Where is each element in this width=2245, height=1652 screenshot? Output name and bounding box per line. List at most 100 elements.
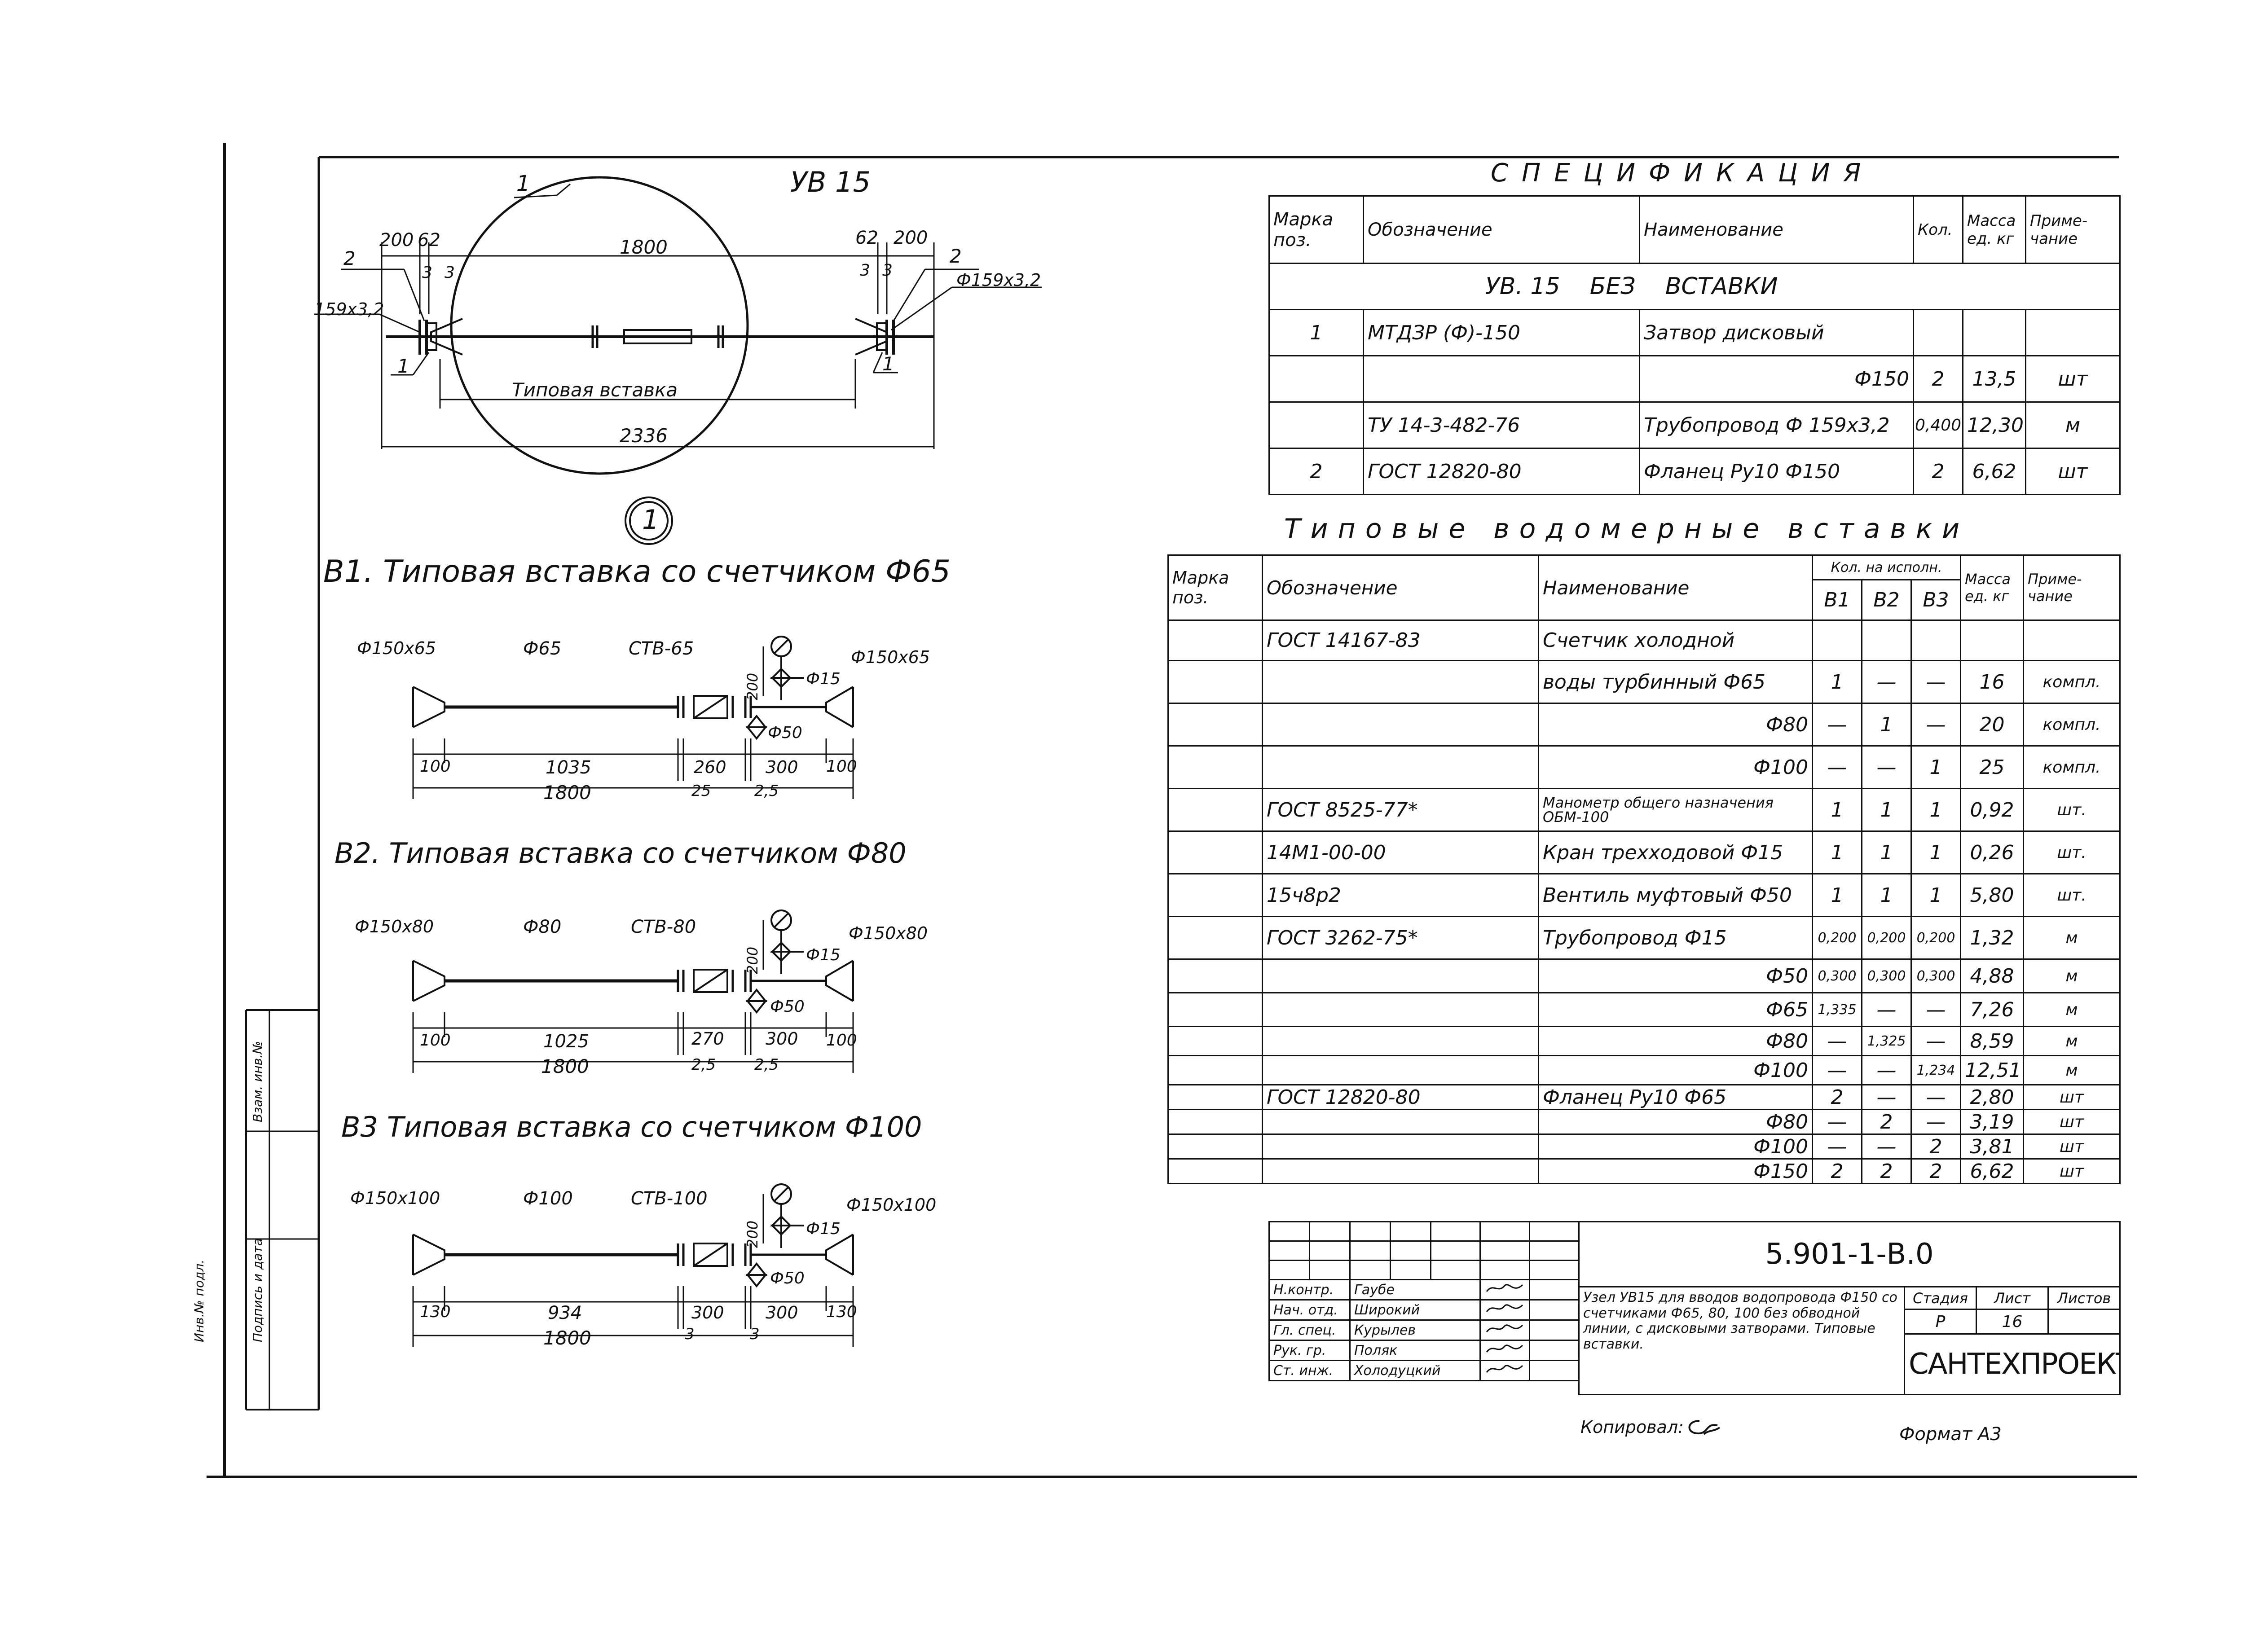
copied-label: Копировал: xyxy=(1580,1417,1684,1437)
ins-cell: шт. xyxy=(2023,788,2121,832)
insert-b2-dim-1: 100 xyxy=(420,1031,451,1050)
ins-cell: 0,92 xyxy=(1960,788,2025,832)
ins-cell: 0,300 xyxy=(1910,958,1962,993)
stamp-role: Рук. гр. xyxy=(1268,1340,1351,1361)
ins-cell: 12,51 xyxy=(1960,1055,2025,1085)
uv15-dim-2336: 2336 xyxy=(620,425,668,447)
insert-b2-valve: Ф15 xyxy=(806,946,841,964)
uv15-title: УВ 15 xyxy=(790,166,871,198)
spec-cell: 2 xyxy=(1268,448,1364,495)
title-block-code: 5.901-1-В.0 xyxy=(1578,1221,2121,1287)
insert-b1-dim-3: 260 xyxy=(694,757,726,777)
ins-cell: Манометр общего назначения ОБМ-100 xyxy=(1538,788,1813,832)
ins-cell xyxy=(1960,620,2025,661)
stamp-person: Поляк xyxy=(1349,1340,1481,1361)
ins-cell xyxy=(1262,958,1539,993)
title-block-h-stage: Стадия xyxy=(1904,1286,1977,1310)
uv15-dim-62-right: 62 xyxy=(855,228,878,248)
ins-cell: 0,200 xyxy=(1910,916,1962,960)
stamp-cell xyxy=(1430,1240,1481,1261)
ins-cell: Вентиль муфтовый Ф50 xyxy=(1538,873,1813,917)
ins-cell xyxy=(1167,1026,1263,1056)
insert-b3-pipe: Ф100 xyxy=(523,1188,573,1209)
insert-b2-meter: СТВ-80 xyxy=(631,917,696,937)
ins-cell: — xyxy=(1861,660,1912,704)
ins-cell: м xyxy=(2023,916,2121,960)
ins-cell xyxy=(1812,620,1862,661)
ins-cell: ГОСТ 3262-75* xyxy=(1262,916,1539,960)
stamp-person: Широкий xyxy=(1349,1299,1481,1321)
ins-cell xyxy=(2023,620,2121,661)
stamp-person: Холодуцкий xyxy=(1349,1360,1481,1381)
insert-b1-meter: СТВ-65 xyxy=(629,638,694,659)
ins-cell: 20 xyxy=(1960,703,2025,747)
ins-cell: 1 xyxy=(1861,788,1912,832)
stamp-cell xyxy=(1479,1221,1530,1242)
ins-cell: 0,200 xyxy=(1861,916,1912,960)
uv15-dim-3c: 3 xyxy=(860,261,870,280)
ins-cell: — xyxy=(1861,745,1912,789)
ins-cell: 1 xyxy=(1910,788,1962,832)
ins-cell: шт xyxy=(2023,1109,2121,1135)
ins-cell: Ф80 xyxy=(1538,1026,1813,1056)
ins-cell: — xyxy=(1861,1084,1912,1110)
ins-cell xyxy=(1167,660,1263,704)
insert-b1-pipe: Ф65 xyxy=(523,638,562,659)
insert-b2-vdim: 200 xyxy=(744,946,761,974)
insert-b3-right: Ф150х100 xyxy=(846,1195,937,1215)
ins-cell: 2 xyxy=(1861,1158,1912,1184)
ins-cell xyxy=(1910,620,1962,661)
insert-b2-total: 1800 xyxy=(541,1055,589,1077)
stamp-date xyxy=(1529,1319,1580,1341)
title-block-main: 5.901-1-В.0 Узел УВ15 для вводов водопро… xyxy=(1578,1221,2121,1395)
spec-cell: 0,400 xyxy=(1913,401,1963,449)
ins-cell: шт. xyxy=(2023,873,2121,917)
ins-h-qty: Кол. на исполн. xyxy=(1811,554,1962,580)
ins-cell: 1 xyxy=(1812,830,1862,874)
spec-cell: Ф150 xyxy=(1639,355,1914,403)
spec-h-note: Приме- чание xyxy=(2025,195,2121,264)
ins-cell: 2 xyxy=(1812,1084,1862,1110)
ins-cell: — xyxy=(1910,703,1962,747)
stamp-cell xyxy=(1479,1260,1530,1280)
insert-b3-dim-2: 934 xyxy=(548,1303,582,1323)
insert-b3-total: 1800 xyxy=(543,1327,591,1349)
ins-cell: компл. xyxy=(2023,660,2121,704)
uv15-dim-62-left: 62 xyxy=(418,230,440,250)
ins-cell: 1 xyxy=(1910,873,1962,917)
ins-cell: 25 xyxy=(1960,745,2025,789)
ins-h-code: Обозначение xyxy=(1262,554,1539,621)
signature-icon xyxy=(1486,1344,1523,1353)
ins-cell: компл. xyxy=(2023,745,2121,789)
ins-cell: — xyxy=(1861,992,1912,1027)
insert-b3-sub-1: 3 xyxy=(685,1325,695,1343)
ins-cell: 0,300 xyxy=(1812,958,1862,993)
ins-cell: Ф100 xyxy=(1538,1055,1813,1085)
stamp-cell xyxy=(1309,1260,1351,1280)
ins-cell xyxy=(1167,620,1263,661)
insert-b1-valve: Ф15 xyxy=(806,670,841,688)
insert-b2-dim-3: 270 xyxy=(691,1029,724,1049)
ins-cell: — xyxy=(1812,1109,1862,1135)
ins-cell xyxy=(1262,1134,1539,1160)
insert-b1-dim-4: 300 xyxy=(766,757,798,777)
ins-cell: — xyxy=(1812,1055,1862,1085)
ins-cell: — xyxy=(1812,1134,1862,1160)
ins-cell: 0,200 xyxy=(1812,916,1862,960)
spec-table: Марка поз. Обозначение Наименование Кол.… xyxy=(1268,195,2121,495)
ins-cell: — xyxy=(1812,703,1862,747)
stamp-person: Курылев xyxy=(1349,1319,1481,1341)
ins-cell xyxy=(1262,1055,1539,1085)
title-block-h-sheet: Лист xyxy=(1976,1286,2049,1310)
spec-cell: МТДЗР (Ф)-150 xyxy=(1363,309,1640,356)
inserts-drawing xyxy=(0,0,988,1392)
ins-cell xyxy=(1167,1134,1263,1160)
stamp-signature xyxy=(1479,1360,1530,1381)
insert-b2-pipe: Ф80 xyxy=(523,917,562,937)
spec-cell: 12,30 xyxy=(1962,401,2026,449)
ins-cell: — xyxy=(1910,1026,1962,1056)
ins-cell: м xyxy=(2023,958,2121,993)
